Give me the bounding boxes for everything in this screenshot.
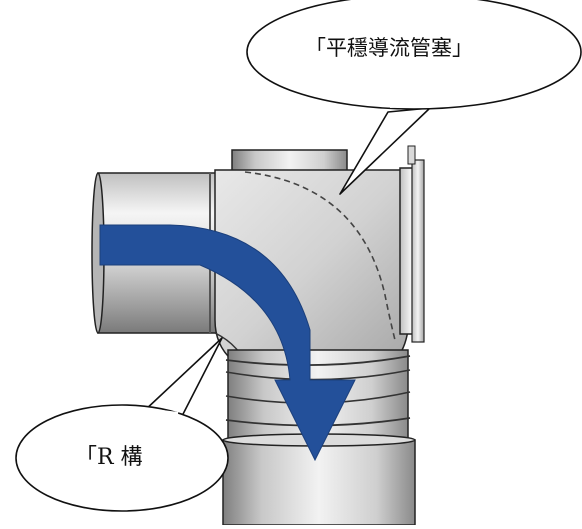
top-callout-bubble bbox=[246, 0, 582, 195]
smooth-flow-plug-label: 「平穩導流管塞」 bbox=[305, 36, 473, 60]
flow-plug-dashed-curve bbox=[244, 171, 396, 341]
r-structure-label: 「R 構 bbox=[75, 445, 143, 470]
flow-arrow-icon bbox=[99, 224, 356, 462]
fitting-body bbox=[214, 145, 425, 373]
bottom-callout-bubble bbox=[15, 337, 229, 512]
